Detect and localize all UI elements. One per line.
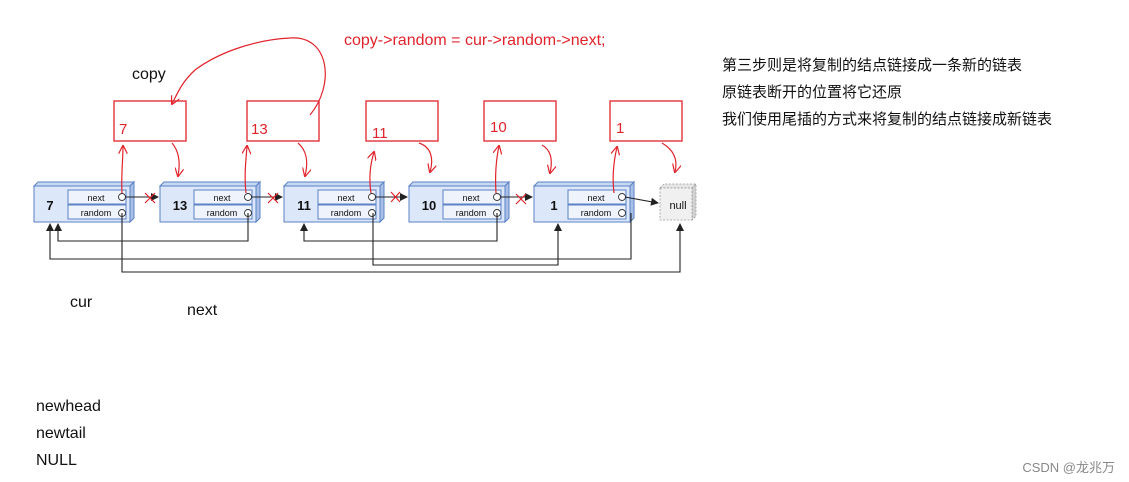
note-line: 我们使用尾插的方式来将复制的结点链接成新链表 <box>722 111 1053 128</box>
broken-link-marks <box>144 191 527 205</box>
node-value: 13 <box>173 198 187 213</box>
node-13: 13 next random <box>158 180 262 224</box>
next-pointers <box>125 193 659 206</box>
node-7: 7 next random <box>32 180 136 224</box>
variable-list: newhead newtail NULL <box>36 393 101 474</box>
node-value: 7 <box>46 198 53 213</box>
copy-node-value: 7 <box>119 121 127 138</box>
next-label: next <box>187 302 218 319</box>
copy-node-value: 10 <box>490 119 507 136</box>
variable-newhead: newhead <box>36 398 101 415</box>
node-value: 11 <box>297 198 311 213</box>
copy-node-box <box>609 100 683 142</box>
random-field: random <box>581 208 612 218</box>
random-field: random <box>331 208 362 218</box>
node-value: 10 <box>422 198 436 213</box>
code-annotation: copy->random = cur->random->next; <box>344 32 606 49</box>
note-line: 原链表断开的位置将它还原 <box>722 84 903 101</box>
random-field: random <box>81 208 112 218</box>
copy-node-value: 11 <box>372 125 388 142</box>
copy-node-box <box>246 100 320 142</box>
next-field: next <box>462 193 480 203</box>
next-field: next <box>587 193 605 203</box>
copy-node-box <box>365 100 439 142</box>
null-label: null <box>669 200 686 212</box>
copy-label: copy <box>132 66 166 83</box>
variable-null: NULL <box>36 452 77 469</box>
next-field: next <box>337 193 355 203</box>
random-field: random <box>207 208 238 218</box>
note-line: 第三步则是将复制的结点链接成一条新的链表 <box>722 57 1023 74</box>
node-value: 1 <box>550 198 557 213</box>
copy-nodes: 7 13 11 10 1 <box>113 100 683 142</box>
node-10: 10 next random <box>407 180 511 224</box>
copy-node-value: 1 <box>616 120 624 137</box>
null-node: null <box>659 183 697 221</box>
copy-node-box <box>483 100 557 142</box>
copy-node-box <box>113 100 187 142</box>
next-field: next <box>213 193 231 203</box>
variable-newtail: newtail <box>36 425 86 442</box>
copy-link-arrows <box>122 37 676 194</box>
node-1: 1 next random <box>532 180 636 224</box>
random-pointers <box>46 213 684 273</box>
explanation-notes: 第三步则是将复制的结点链接成一条新的链表 原链表断开的位置将它还原 我们使用尾插… <box>722 52 1052 133</box>
copy-node-value: 13 <box>251 121 268 138</box>
random-field: random <box>456 208 487 218</box>
cur-label: cur <box>70 294 93 311</box>
next-field: next <box>87 193 105 203</box>
watermark: CSDN @龙兆万 <box>1022 460 1115 475</box>
node-11: 11 next random <box>282 180 386 224</box>
